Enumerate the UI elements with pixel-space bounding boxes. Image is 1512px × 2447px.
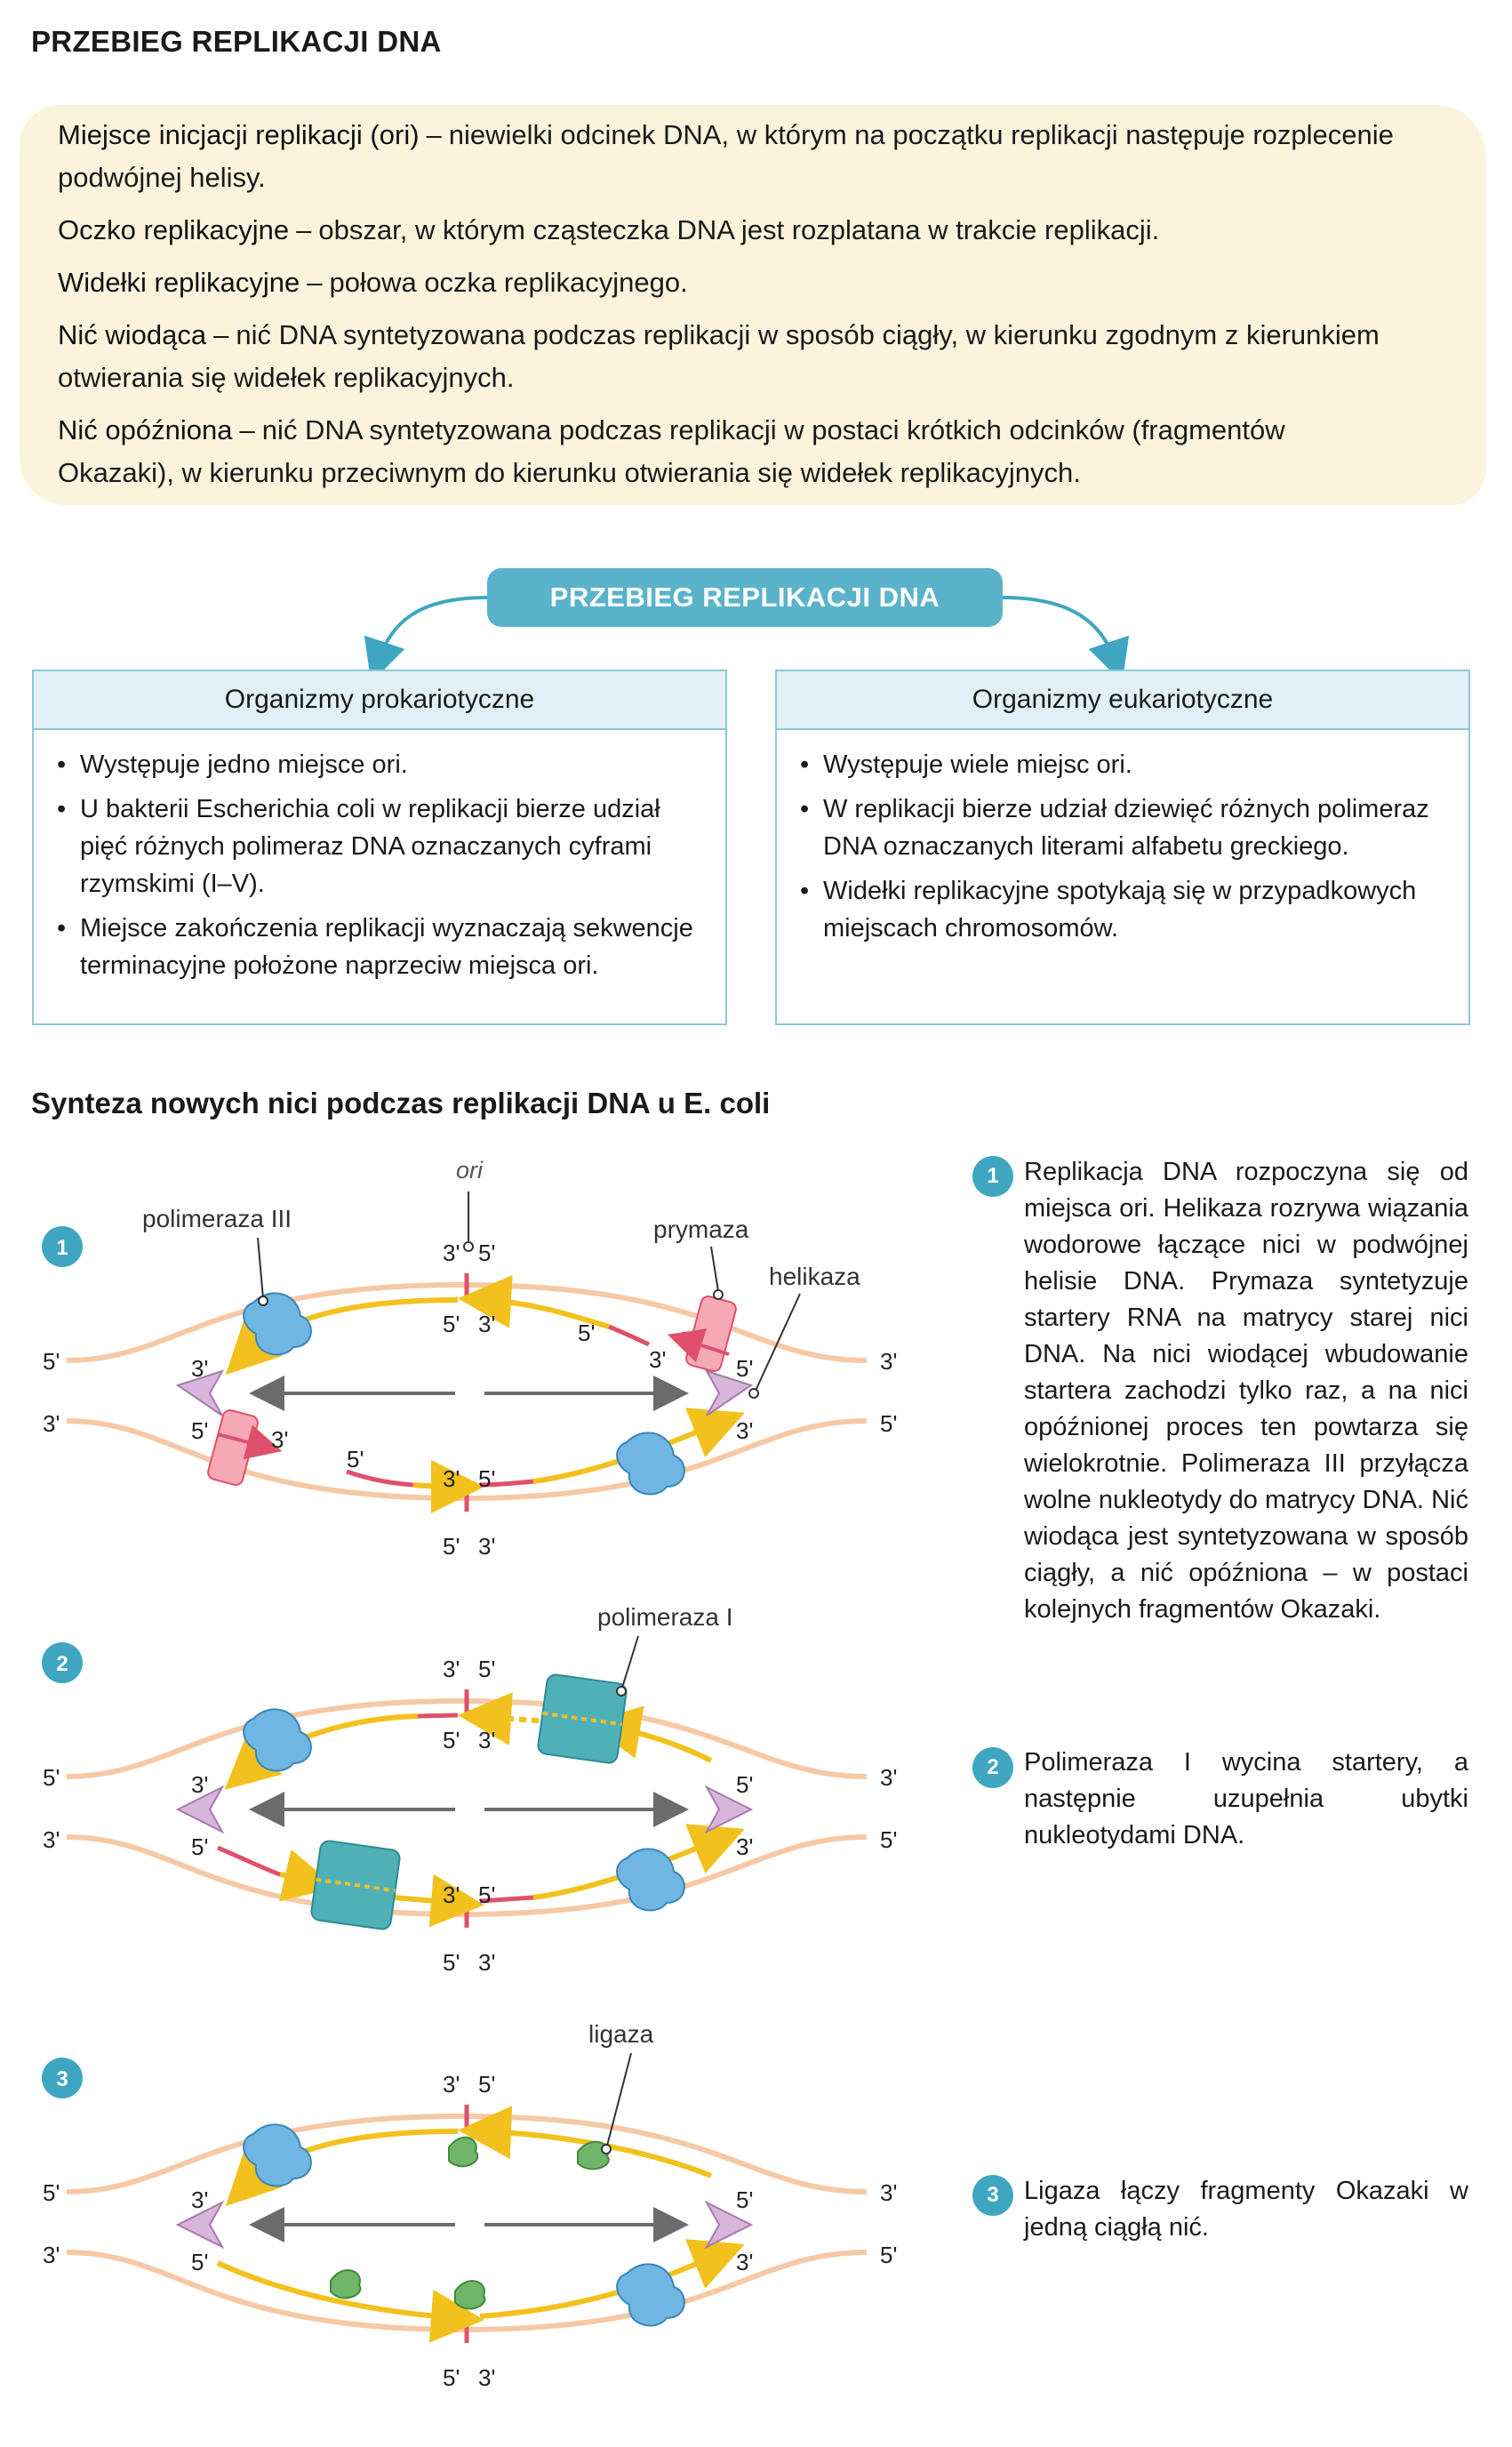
svg-text:3': 3' <box>736 1417 753 1444</box>
svg-text:ligaza: ligaza <box>588 2020 654 2048</box>
svg-text:3': 3' <box>880 2179 897 2206</box>
definitions-box <box>20 105 1486 505</box>
eukaryotes-list: Występuje wiele miejsc ori. W replikacji… <box>777 730 1468 947</box>
eukaryotes-box: Organizmy eukariotyczne Występuje wiele … <box>775 670 1470 1025</box>
svg-text:3': 3' <box>478 1949 495 1976</box>
svg-text:prymaza: prymaza <box>653 1215 749 1243</box>
svg-text:3: 3 <box>56 2067 68 2091</box>
svg-text:5': 5' <box>43 1764 60 1791</box>
list-item: Widełki replikacyjne spotykają się w prz… <box>800 872 1451 947</box>
svg-text:5': 5' <box>478 1240 495 1266</box>
svg-text:5': 5' <box>736 2186 753 2213</box>
panel-2: 2 polimeraza I 5' 3' 3' 5' 3' 5' 3' 5' 5' 3' <box>42 1603 897 1976</box>
svg-text:3': 3' <box>271 1426 288 1453</box>
svg-text:3': 3' <box>880 1348 897 1375</box>
page-title: PRZEBIEG REPLIKACJI DNA <box>31 25 442 58</box>
panel-1: 1 ori polimeraza III <box>42 1157 897 1560</box>
svg-text:polimeraza I: polimeraza I <box>597 1603 733 1631</box>
list-item: Występuje wiele miejsc ori. <box>800 746 1451 783</box>
svg-text:3': 3' <box>43 2242 60 2268</box>
svg-text:3': 3' <box>191 1771 208 1798</box>
arrow-to-prokaryotes <box>364 596 488 676</box>
svg-text:5': 5' <box>443 2364 460 2391</box>
svg-text:5': 5' <box>478 1881 495 1908</box>
definitions-list: Miejsce inicjacji replikacji (ori)–niewi… <box>58 114 1409 504</box>
svg-text:1: 1 <box>56 1236 68 1260</box>
list-item: Miejsce zakończenia replikacji wyznaczaj… <box>57 910 708 984</box>
svg-text:5': 5' <box>880 1410 897 1437</box>
svg-text:3': 3' <box>191 1355 208 1382</box>
svg-text:5': 5' <box>736 1355 753 1382</box>
svg-text:3': 3' <box>478 2364 495 2391</box>
panel-3: 3 ligaza 5' 3' 3' 5' 3' 5' 3' 5' 5' 3' 5' 3' <box>42 2020 897 2391</box>
synthesis-title: Synteza nowych nici podczas replikacji D… <box>31 1087 771 1119</box>
svg-text:polimeraza III: polimeraza III <box>142 1205 292 1232</box>
svg-text:3': 3' <box>478 1311 495 1337</box>
svg-text:5': 5' <box>478 1465 495 1492</box>
step-3-badge: 3 <box>972 2175 1013 2216</box>
svg-text:5': 5' <box>736 1771 753 1798</box>
step-3-text: Ligaza łączy fragmenty Okazaki w jedną c… <box>1024 2177 1468 2242</box>
step-1-badge: 1 <box>972 1156 1013 1197</box>
overview-arrows <box>364 596 1130 676</box>
svg-text:5': 5' <box>43 2179 60 2206</box>
svg-text:5': 5' <box>43 1348 60 1375</box>
svg-text:3': 3' <box>478 1727 495 1753</box>
svg-text:5': 5' <box>578 1320 595 1346</box>
list-item: Występuje jedno miejsce ori. <box>57 746 708 783</box>
svg-text:3': 3' <box>478 1533 495 1560</box>
svg-text:5': 5' <box>191 1833 208 1860</box>
svg-text:3': 3' <box>43 1826 60 1853</box>
overview-title: PRZEBIEG REPLIKACJI DNA <box>487 568 1003 627</box>
svg-text:3': 3' <box>443 2071 460 2098</box>
step-2-text: Polimeraza I wycina startery, a następni… <box>1024 1748 1468 1849</box>
step-1-text: Replikacja DNA rozpoczyna się od miejsca… <box>1024 1158 1468 1624</box>
svg-text:5': 5' <box>478 1656 495 1682</box>
definition-leading-strand: Nić wiodąca–nić DNA syntetyzowana podcza… <box>58 319 1380 393</box>
svg-text:3': 3' <box>649 1346 666 1373</box>
svg-text:3': 3' <box>736 2249 753 2275</box>
svg-text:ori: ori <box>456 1157 484 1183</box>
svg-text:3': 3' <box>880 1764 897 1791</box>
svg-text:3': 3' <box>443 1465 460 1492</box>
definition-replication-fork: Widełki replikacyjne–połowa oczka replik… <box>58 267 688 298</box>
definition-ori: Miejsce inicjacji replikacji (ori)–niewi… <box>58 119 1394 193</box>
step-2-badge: 2 <box>972 1747 1013 1788</box>
svg-text:5': 5' <box>443 1949 460 1976</box>
svg-text:3': 3' <box>443 1240 460 1266</box>
list-item: U bakterii Escherichia coli w replikacji… <box>57 790 708 903</box>
eukaryotes-title: Organizmy eukariotyczne <box>777 671 1468 730</box>
svg-text:5': 5' <box>443 1533 460 1560</box>
svg-text:5': 5' <box>191 1417 208 1444</box>
svg-text:3': 3' <box>443 1656 460 1682</box>
prokaryotes-box: Organizmy prokariotyczne Występuje jedno… <box>32 670 727 1025</box>
arrow-to-eukaryotes <box>1002 596 1130 676</box>
svg-text:5': 5' <box>880 2242 897 2268</box>
svg-text:3': 3' <box>443 1881 460 1908</box>
svg-text:5': 5' <box>478 2071 495 2098</box>
definition-lagging-strand: Nić opóźniona–nić DNA syntetyzowana podc… <box>58 414 1285 488</box>
svg-text:5': 5' <box>443 1727 460 1753</box>
prokaryotes-list: Występuje jedno miejsce ori. U bakterii … <box>34 730 725 984</box>
svg-text:5': 5' <box>347 1446 364 1472</box>
svg-text:5': 5' <box>880 1826 897 1853</box>
svg-text:3': 3' <box>191 2186 208 2213</box>
definition-replication-bubble: Oczko replikacyjne–obszar, w którym cząs… <box>58 214 1160 245</box>
list-item: W replikacji bierze udział dziewięć różn… <box>800 790 1451 865</box>
svg-text:3': 3' <box>736 1833 753 1860</box>
prokaryotes-title: Organizmy prokariotyczne <box>34 671 725 730</box>
replication-diagram: 1 ori polimeraza III <box>42 1157 897 2391</box>
svg-text:2: 2 <box>56 1652 68 1676</box>
svg-text:helikaza: helikaza <box>769 1263 860 1290</box>
svg-text:5': 5' <box>443 1311 460 1337</box>
svg-text:5': 5' <box>191 2249 208 2275</box>
svg-text:3': 3' <box>43 1410 60 1437</box>
